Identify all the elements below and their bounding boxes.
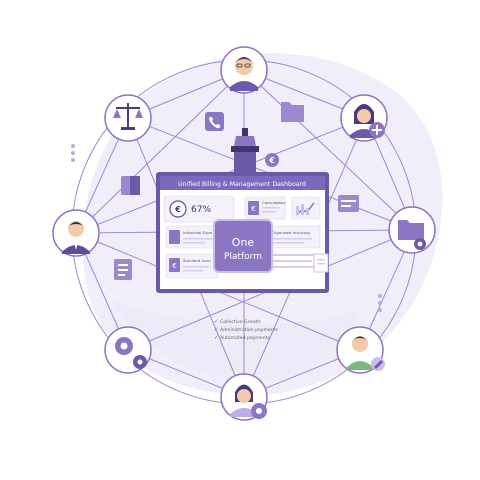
one-platform-tile (213, 219, 273, 273)
person-glasses-icon (220, 46, 268, 94)
woman-with-gear-icon (220, 373, 268, 421)
euro-coin-icon: € (265, 153, 279, 167)
phone-icon (205, 112, 224, 131)
svg-text:✓: ✓ (214, 319, 219, 325)
man-in-suit-icon (52, 209, 100, 257)
stat-currency-symbol: € (174, 205, 181, 214)
folder-gear-icon (388, 206, 436, 254)
dashboard-window: Unified Billing & Management Dashboard €… (156, 172, 329, 293)
background-blob-bottom (110, 300, 360, 381)
dots-right (378, 294, 382, 312)
lighthouse-icon (231, 128, 259, 176)
gears-icon (104, 326, 152, 374)
svg-text:✓: ✓ (214, 327, 219, 333)
man-with-pencil-icon (336, 326, 385, 374)
book-icon (121, 176, 140, 195)
woman-with-plus-icon (340, 94, 388, 142)
dashboard-title: Unified Billing & Management Dashboard (178, 181, 306, 188)
dots-left (71, 144, 75, 162)
feature-item-3: Automated payments (220, 335, 270, 341)
card-individual-label: Individual Expe (183, 230, 213, 235)
one-platform-line1: One (232, 236, 255, 249)
document-icon-left (114, 259, 132, 280)
svg-text:✓: ✓ (214, 335, 219, 341)
folder-icon (281, 102, 304, 122)
stat-value: 67% (191, 205, 211, 215)
one-platform-line2: Platform (224, 252, 262, 262)
card-consultation-label: Consultation (262, 200, 287, 205)
card-standard-label: Standard Invoi (183, 258, 211, 263)
card-organized-label: Organized Invoicing (272, 230, 310, 235)
svg-text:€: € (172, 262, 176, 270)
svg-text:€: € (268, 156, 275, 165)
feature-list: ✓ Collective Growth ✓ Administration pay… (214, 319, 279, 341)
card-icon-right (338, 195, 359, 212)
svg-text:€: € (251, 205, 255, 213)
feature-item-2: Administration payments (220, 327, 279, 333)
feature-item-1: Collective Growth (220, 319, 261, 325)
scales-of-justice-icon (104, 94, 152, 142)
